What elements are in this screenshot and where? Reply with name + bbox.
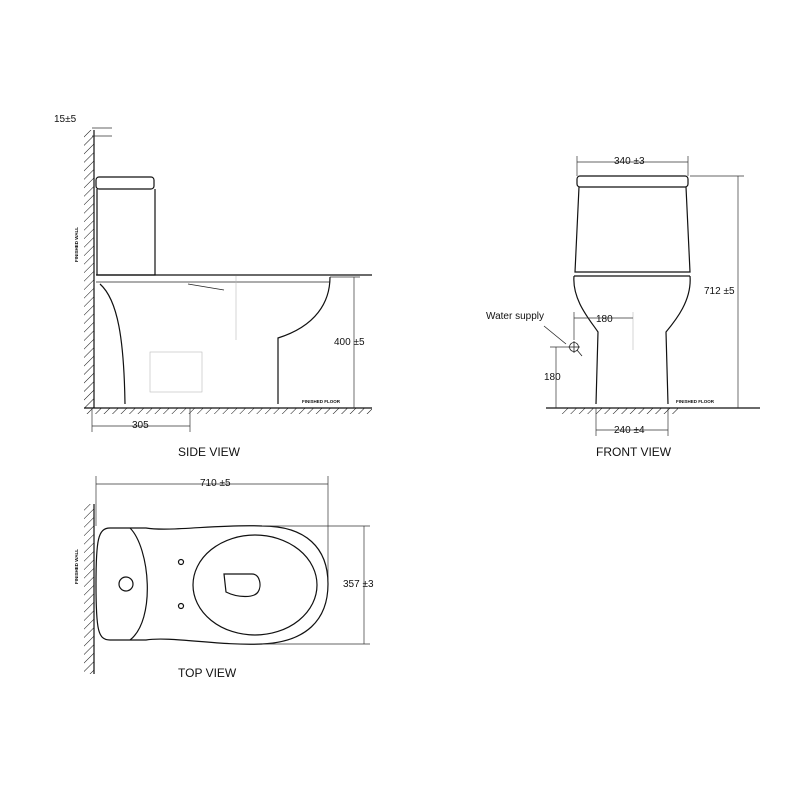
- top-outline: [95, 525, 329, 645]
- top-view-title: TOP VIEW: [178, 666, 237, 680]
- side-bowl-inner: [187, 283, 225, 291]
- water-supply-label: Water supply: [486, 311, 544, 322]
- side-floor-hatch: [84, 408, 372, 414]
- top-bowl-opening: [192, 534, 318, 636]
- front-total-label: 712 ±5: [704, 286, 735, 297]
- side-floor-label: FINISHED FLOOR: [302, 399, 341, 404]
- top-wall-hatch: [84, 504, 94, 674]
- top-length-label: 710 ±5: [200, 478, 231, 489]
- top-wall-label: FINISHED WALL: [74, 549, 79, 584]
- side-height-label: 400 ±5: [334, 337, 365, 348]
- side-trap-hidden: [149, 351, 203, 393]
- supply-height-label: 180: [544, 372, 561, 383]
- supply-offset-label: 180: [596, 314, 613, 325]
- flush-button-icon: [118, 576, 134, 592]
- top-drain: [223, 573, 261, 598]
- front-floor-label: FINISHED FLOOR: [676, 399, 715, 404]
- water-supply-arrow: [543, 325, 567, 345]
- front-bowl: [573, 275, 691, 405]
- front-floor-hatch: [560, 408, 678, 414]
- side-depth-label: 305: [132, 420, 149, 431]
- top-tank-divider: [129, 527, 148, 641]
- seat-bolt-top: [177, 558, 185, 566]
- front-view-title: FRONT VIEW: [596, 445, 672, 459]
- top-view: 710 ±5 357 ±3 FINISHED WALL TOP VIEW: [74, 476, 374, 680]
- front-view: 340 ±3 712 ±5 Water supply 180 180 240 ±…: [486, 156, 760, 459]
- side-tank-lid: [95, 176, 155, 190]
- top-width-label: 357 ±3: [343, 579, 374, 590]
- side-wall-hatch: [84, 130, 94, 408]
- front-base-label: 240 ±4: [614, 425, 645, 436]
- side-top-gap-label: 15±5: [54, 114, 77, 125]
- water-supply-pipe: [576, 349, 583, 357]
- side-bowl-body: [99, 276, 331, 405]
- seat-bolt-bottom: [177, 602, 185, 610]
- front-tank-body: [574, 186, 691, 273]
- front-width-label: 340 ±3: [614, 156, 645, 167]
- side-view: 15±5 400 ±5 305 FINISHED WALL FINISHED F…: [54, 114, 372, 459]
- side-tank-body: [96, 189, 156, 276]
- side-wall-label: FINISHED WALL: [74, 227, 79, 262]
- front-tank-lid: [576, 175, 689, 188]
- side-view-title: SIDE VIEW: [178, 445, 241, 459]
